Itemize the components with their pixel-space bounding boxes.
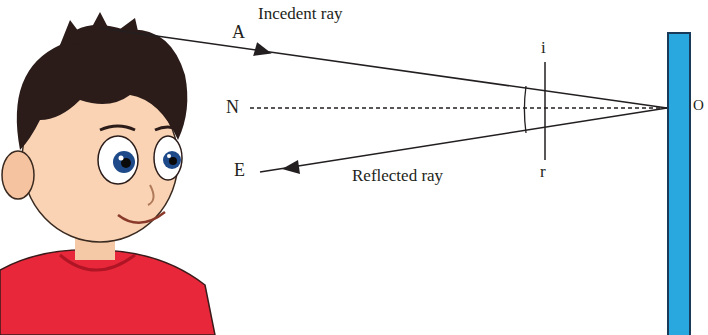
ray-label: Incedent ray: [258, 4, 342, 24]
angle-letter: r: [540, 162, 546, 182]
arrowhead: [253, 42, 273, 58]
angle-arc: [524, 86, 526, 133]
angle-letter: i: [541, 38, 546, 58]
ray-label: Reflected ray: [352, 166, 443, 186]
point-letter: A: [232, 22, 245, 43]
incident-ray: [100, 28, 667, 108]
arrowhead: [282, 160, 300, 174]
point-letter: O: [693, 97, 704, 114]
plane-mirror: [668, 33, 690, 335]
angle-divider: [544, 62, 546, 160]
normal-line: [250, 107, 667, 108]
point-letter: N: [226, 97, 239, 118]
boy-figure: [0, 12, 215, 335]
reflected-ray: [260, 108, 667, 172]
point-letter: E: [234, 160, 245, 181]
